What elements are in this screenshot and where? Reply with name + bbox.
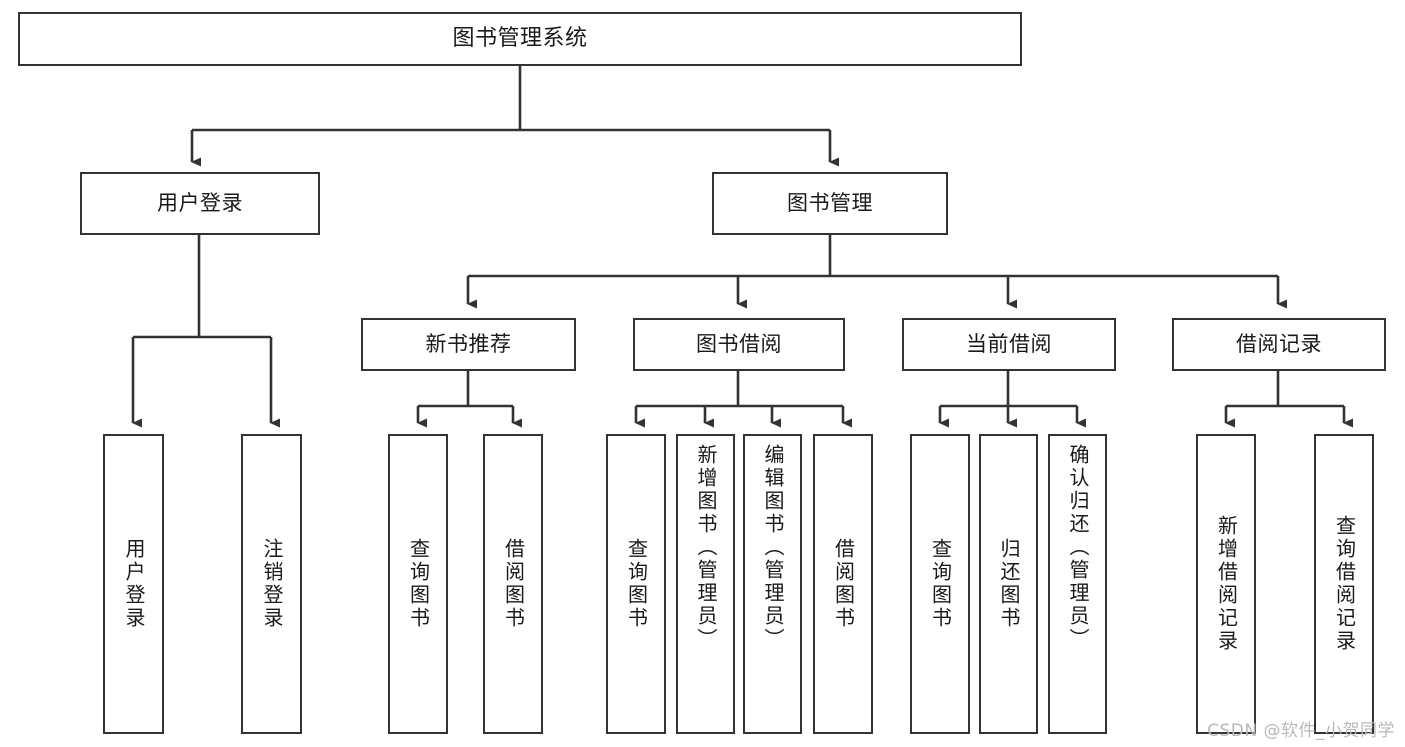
node-label: 新书推荐 bbox=[425, 331, 512, 356]
node-label: 当前借阅 bbox=[966, 331, 1052, 356]
node-label: 新增借阅记录 bbox=[1214, 515, 1239, 653]
node-label: 新增图书（管理员） bbox=[694, 444, 718, 651]
node-borrow-records[interactable]: 借阅记录 bbox=[1172, 318, 1386, 371]
node-current-borrow[interactable]: 当前借阅 bbox=[902, 318, 1116, 371]
leaf-add-borrow-record[interactable]: 新增借阅记录 bbox=[1196, 434, 1256, 734]
node-label: 图书管理系统 bbox=[452, 25, 588, 51]
node-root-system[interactable]: 图书管理系统 bbox=[18, 12, 1022, 66]
node-new-book-recommend[interactable]: 新书推荐 bbox=[361, 318, 576, 371]
node-label: 注销登录 bbox=[260, 538, 284, 630]
node-label: 查询图书 bbox=[406, 538, 431, 630]
leaf-query-book-recommend[interactable]: 查询图书 bbox=[388, 434, 448, 734]
node-label: 图书管理 bbox=[787, 190, 873, 215]
node-label: 编辑图书（管理员） bbox=[761, 444, 785, 651]
node-label: 图书借阅 bbox=[696, 331, 782, 356]
leaf-user-login[interactable]: 用户登录 bbox=[103, 434, 164, 734]
node-label: 借阅图书 bbox=[501, 538, 526, 630]
leaf-edit-book-admin[interactable]: 编辑图书（管理员） bbox=[743, 434, 802, 734]
leaf-borrow-book[interactable]: 借阅图书 bbox=[813, 434, 873, 734]
node-book-management[interactable]: 图书管理 bbox=[712, 172, 948, 235]
leaf-query-book-borrow[interactable]: 查询图书 bbox=[606, 434, 666, 734]
node-label: 查询借阅记录 bbox=[1332, 515, 1357, 653]
leaf-query-book-current[interactable]: 查询图书 bbox=[910, 434, 970, 734]
node-label: 归还图书 bbox=[997, 538, 1021, 630]
leaf-query-borrow-record[interactable]: 查询借阅记录 bbox=[1314, 434, 1374, 734]
node-label: 查询图书 bbox=[624, 538, 649, 630]
node-label: 借阅图书 bbox=[831, 538, 856, 630]
node-label: 确认归还（管理员） bbox=[1066, 444, 1090, 651]
leaf-confirm-return-admin[interactable]: 确认归还（管理员） bbox=[1048, 434, 1107, 734]
node-label: 用户登录 bbox=[157, 190, 243, 215]
leaf-borrow-book-recommend[interactable]: 借阅图书 bbox=[483, 434, 543, 734]
node-book-borrow[interactable]: 图书借阅 bbox=[633, 318, 845, 371]
node-label: 借阅记录 bbox=[1236, 331, 1322, 356]
node-label: 查询图书 bbox=[928, 538, 953, 630]
csdn-watermark: CSDN @软件_小贺同学 bbox=[1207, 721, 1395, 741]
node-label: 用户登录 bbox=[122, 538, 146, 630]
node-user-login[interactable]: 用户登录 bbox=[80, 172, 320, 235]
leaf-user-logout[interactable]: 注销登录 bbox=[241, 434, 302, 734]
leaf-add-book-admin[interactable]: 新增图书（管理员） bbox=[676, 434, 735, 734]
leaf-return-book[interactable]: 归还图书 bbox=[979, 434, 1038, 734]
